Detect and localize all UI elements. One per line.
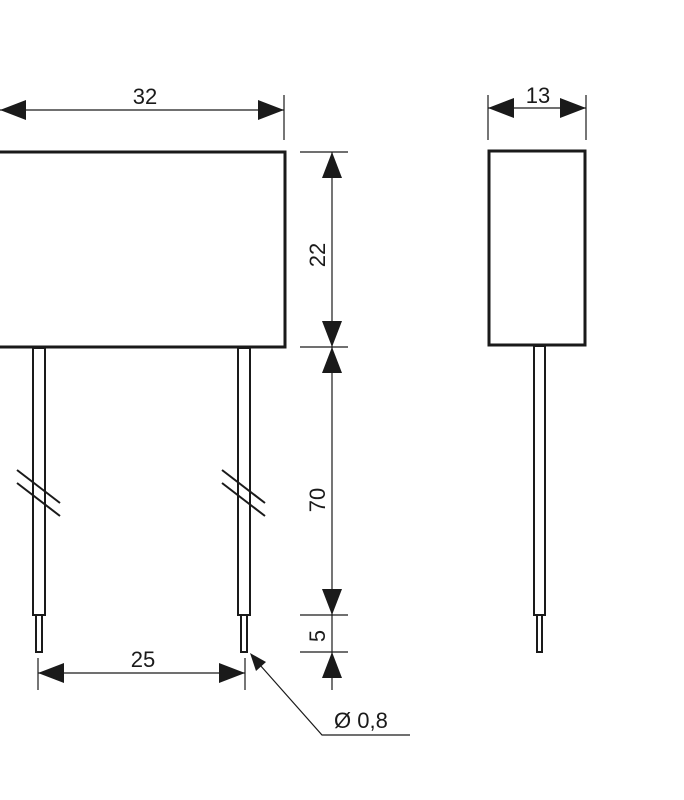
lead-length-label: 70	[305, 488, 330, 512]
vertical-dimensions: 22 70 5	[300, 151, 348, 690]
front-view	[0, 150, 287, 653]
width-dimension: 32	[0, 84, 285, 140]
lead-diameter-callout: Ø 0,8	[250, 653, 410, 736]
tip-length-label: 5	[305, 630, 330, 642]
component-body-side	[487, 149, 587, 347]
component-body-front	[0, 150, 287, 349]
width-label: 32	[133, 84, 157, 109]
lead-spacing-label: 25	[131, 647, 155, 672]
lead-spacing-dimension: 25	[37, 647, 246, 690]
lead-diameter-label: Ø 0,8	[334, 708, 388, 733]
right-lead	[221, 347, 266, 653]
side-view: 13	[487, 83, 587, 653]
left-lead	[16, 347, 61, 653]
height-label: 22	[305, 243, 330, 267]
depth-label: 13	[526, 83, 550, 108]
